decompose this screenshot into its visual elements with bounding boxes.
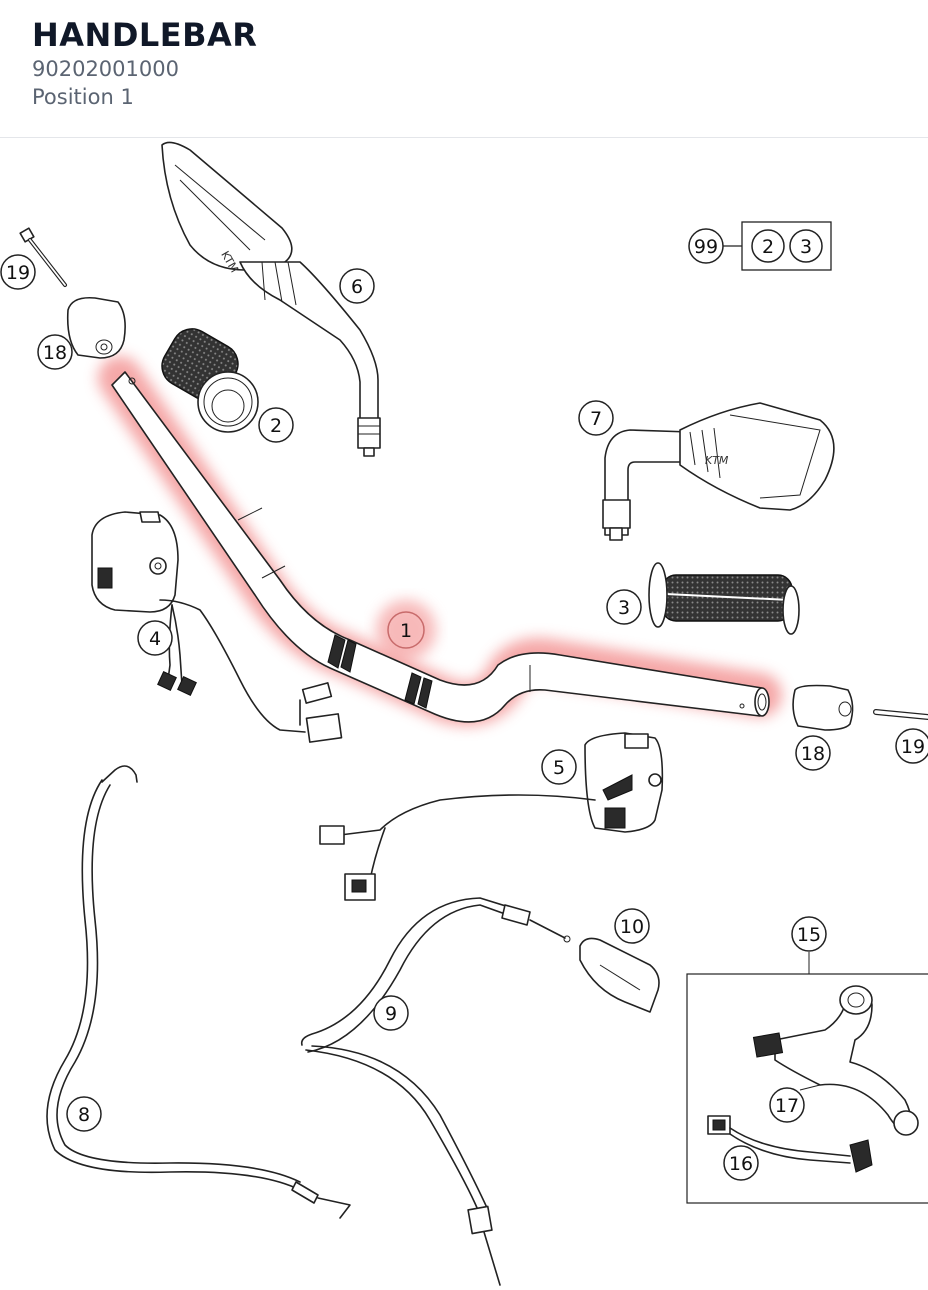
svg-text:19: 19 (6, 262, 30, 284)
left-grip-part[interactable] (155, 322, 259, 433)
cover-10-part[interactable] (579, 937, 660, 1013)
callout-19-left[interactable]: 19 (0, 254, 36, 290)
left-mirror-part[interactable]: KTM (161, 141, 381, 457)
callout-5[interactable]: 5 (541, 749, 577, 785)
svg-text:KTM: KTM (705, 454, 729, 467)
left-bar-end-part[interactable] (66, 296, 126, 359)
callout-18-right[interactable]: 18 (795, 735, 831, 771)
callout-6[interactable]: 6 (339, 268, 375, 304)
callout-17[interactable]: 17 (769, 1087, 805, 1123)
svg-text:10: 10 (620, 916, 644, 938)
callout-10[interactable]: 10 (614, 908, 650, 944)
exploded-parts-diagram: KTM KTM (0, 141, 928, 1286)
callout-15[interactable]: 15 (791, 916, 827, 952)
kit-box-15[interactable] (686, 952, 928, 1204)
svg-text:99: 99 (694, 236, 718, 258)
svg-text:19: 19 (901, 736, 925, 758)
left-switch-part[interactable] (91, 511, 343, 743)
svg-text:17: 17 (775, 1095, 799, 1117)
svg-text:3: 3 (618, 597, 630, 619)
svg-text:18: 18 (801, 743, 825, 765)
left-screw-part[interactable] (19, 227, 67, 287)
svg-text:15: 15 (797, 924, 821, 946)
right-screw-part[interactable] (873, 709, 928, 720)
svg-text:9: 9 (385, 1003, 397, 1025)
callout-4[interactable]: 4 (137, 620, 173, 656)
handlebar-part[interactable] (111, 371, 770, 723)
svg-text:18: 18 (43, 342, 67, 364)
right-mirror-part[interactable]: KTM (602, 402, 835, 541)
right-switch-part[interactable] (319, 732, 664, 901)
callout-99-kit[interactable]: 99 2 3 (688, 221, 832, 271)
callout-19-right[interactable]: 19 (895, 728, 928, 764)
right-bar-end-part[interactable] (792, 684, 854, 731)
svg-text:4: 4 (149, 628, 161, 650)
svg-text:1: 1 (400, 620, 412, 642)
svg-text:2: 2 (762, 236, 774, 258)
page-header: HANDLEBAR 90202001000 Position 1 (0, 0, 928, 138)
callout-7[interactable]: 7 (578, 400, 614, 436)
svg-text:7: 7 (590, 408, 602, 430)
position-label: Position 1 (32, 85, 134, 109)
svg-text:6: 6 (351, 276, 363, 298)
callout-18-left[interactable]: 18 (37, 334, 73, 370)
part-number: 90202001000 (32, 57, 179, 81)
right-grip-part[interactable] (648, 562, 800, 635)
callout-1[interactable]: 1 (387, 611, 425, 649)
cable-9-part[interactable] (300, 897, 571, 1286)
callout-2[interactable]: 2 (258, 407, 294, 443)
svg-text:5: 5 (553, 757, 565, 779)
svg-text:2: 2 (270, 415, 282, 437)
page-title: HANDLEBAR (32, 16, 258, 54)
callout-3[interactable]: 3 (606, 589, 642, 625)
cable-8-part[interactable] (46, 765, 351, 1219)
callout-16[interactable]: 16 (723, 1145, 759, 1181)
svg-text:8: 8 (78, 1104, 90, 1126)
callout-8[interactable]: 8 (66, 1096, 102, 1132)
svg-text:16: 16 (729, 1153, 753, 1175)
callout-9[interactable]: 9 (373, 995, 409, 1031)
svg-text:3: 3 (800, 236, 812, 258)
